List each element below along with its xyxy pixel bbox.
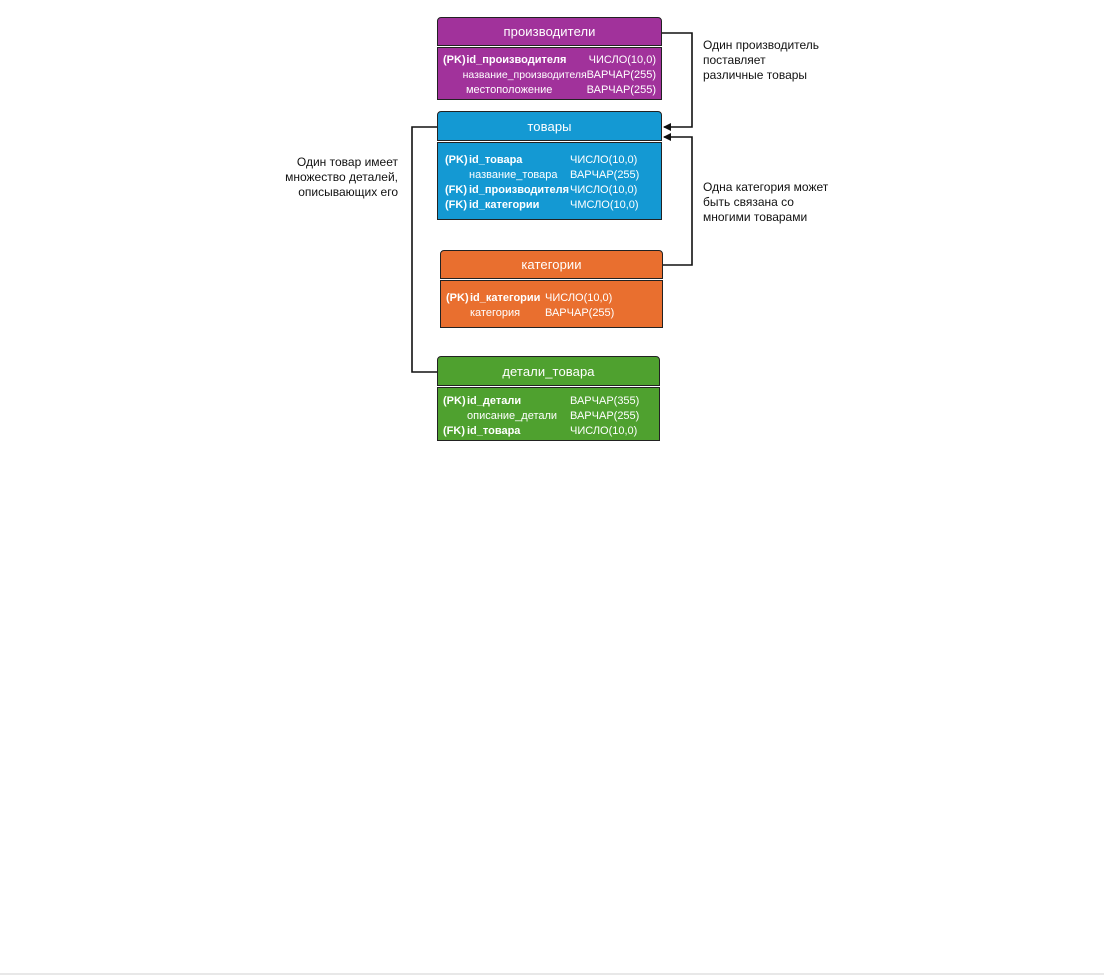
- attribute-row: категория ВАРЧАР(255): [446, 305, 657, 320]
- entity-products[interactable]: товары (PK) id_товара ЧИСЛО(10,0) назван…: [437, 111, 662, 220]
- entity-manufacturers-attributes: (PK) id_производителя ЧИСЛО(10,0) назван…: [437, 47, 662, 100]
- attribute-name: название_производителя: [462, 68, 587, 81]
- attribute-name: категория: [470, 306, 521, 319]
- attribute-row: (FK) id_производителя ЧИСЛО(10,0): [445, 182, 656, 197]
- entity-products-attributes: (PK) id_товара ЧИСЛО(10,0) название_това…: [437, 142, 662, 220]
- attribute-name: название_товара: [469, 168, 558, 181]
- attribute-row: (FK) id_товара ЧИСЛО(10,0): [443, 423, 654, 438]
- attribute-row: (PK) id_детали ВАРЧАР(355): [443, 393, 654, 408]
- attribute-row: (PK) id_категории ЧИСЛО(10,0): [446, 290, 657, 305]
- note-product-details: Один товар имеет множество деталей, опис…: [250, 155, 398, 200]
- note-line: Один товар имеет: [296, 155, 398, 169]
- attribute-name: id_товара: [469, 153, 523, 166]
- bottom-border: [0, 973, 1104, 975]
- attribute-key: (PK): [443, 394, 466, 407]
- attribute-key: (PK): [446, 291, 469, 304]
- entity-product-details[interactable]: детали_товара (PK) id_детали ВАРЧАР(355)…: [437, 356, 660, 441]
- attribute-type: ВАРЧАР(255): [545, 306, 615, 319]
- attribute-name: id_товара: [467, 424, 521, 437]
- attribute-type: ЧИСЛО(10,0): [570, 183, 638, 196]
- attribute-row: название_производителя ВАРЧАР(255): [443, 67, 656, 82]
- entity-categories[interactable]: категории (PK) id_категории ЧИСЛО(10,0) …: [440, 250, 663, 328]
- attribute-name: id_детали: [467, 394, 522, 407]
- attribute-name: id_производителя: [466, 53, 567, 66]
- attribute-name: id_категории: [469, 198, 540, 211]
- attribute-key: (FK): [445, 198, 467, 211]
- attribute-type: ЧИСЛО(10,0): [588, 53, 656, 66]
- attribute-type: ВАРЧАР(255): [570, 409, 640, 422]
- attribute-type: ЧМСЛО(10,0): [570, 198, 639, 211]
- attribute-row: название_товара ВАРЧАР(255): [445, 167, 656, 182]
- note-manufacturer-products: Один производитель поставляет различные …: [703, 38, 819, 83]
- entity-manufacturers[interactable]: производители (PK) id_производителя ЧИСЛ…: [437, 17, 662, 100]
- attribute-type: ЧИСЛО(10,0): [570, 153, 638, 166]
- entity-categories-attributes: (PK) id_категории ЧИСЛО(10,0) категория …: [440, 280, 663, 328]
- attribute-row: местоположение ВАРЧАР(255): [443, 82, 656, 97]
- note-line: многими товарами: [703, 210, 808, 224]
- product-details-connector: [411, 126, 438, 373]
- note-line: быть связана со: [703, 195, 794, 209]
- attribute-key: (FK): [443, 424, 465, 437]
- attribute-type: ВАРЧАР(355): [570, 394, 640, 407]
- attribute-name: местоположение: [465, 83, 553, 96]
- manufacturer-products-connector: [662, 32, 693, 131]
- attribute-type: ЧИСЛО(10,0): [545, 291, 613, 304]
- entity-product-details-header: детали_товара: [437, 356, 660, 386]
- entity-product-details-attributes: (PK) id_детали ВАРЧАР(355) описание_дета…: [437, 387, 660, 441]
- attribute-name: id_категории: [470, 291, 541, 304]
- note-line: поставляет: [703, 53, 766, 67]
- attribute-row: описание_детали ВАРЧАР(255): [443, 408, 654, 423]
- note-line: Одна категория может: [703, 180, 829, 194]
- attribute-type: ВАРЧАР(255): [586, 68, 656, 81]
- note-line: описывающих его: [298, 185, 398, 199]
- note-line: множество деталей,: [285, 170, 398, 184]
- attribute-key: (PK): [445, 153, 468, 166]
- attribute-row: (PK) id_товара ЧИСЛО(10,0): [445, 152, 656, 167]
- entity-categories-header: категории: [440, 250, 663, 279]
- attribute-type: ВАРЧАР(255): [586, 83, 656, 96]
- category-products-connector: [663, 133, 693, 266]
- note-line: различные товары: [703, 68, 808, 82]
- attribute-row: (FK) id_категории ЧМСЛО(10,0): [445, 197, 656, 212]
- attribute-type: ВАРЧАР(255): [570, 168, 640, 181]
- attribute-type: ЧИСЛО(10,0): [570, 424, 638, 437]
- attribute-key: (PK): [443, 53, 466, 66]
- attribute-key: (FK): [445, 183, 467, 196]
- attribute-row: (PK) id_производителя ЧИСЛО(10,0): [443, 52, 656, 67]
- note-line: Один производитель: [703, 38, 820, 52]
- attribute-name: id_производителя: [469, 183, 570, 196]
- entity-products-header: товары: [437, 111, 662, 141]
- entity-manufacturers-header: производители: [437, 17, 662, 46]
- attribute-name: описание_детали: [467, 409, 558, 422]
- note-category-products: Одна категория может быть связана со мно…: [703, 180, 828, 225]
